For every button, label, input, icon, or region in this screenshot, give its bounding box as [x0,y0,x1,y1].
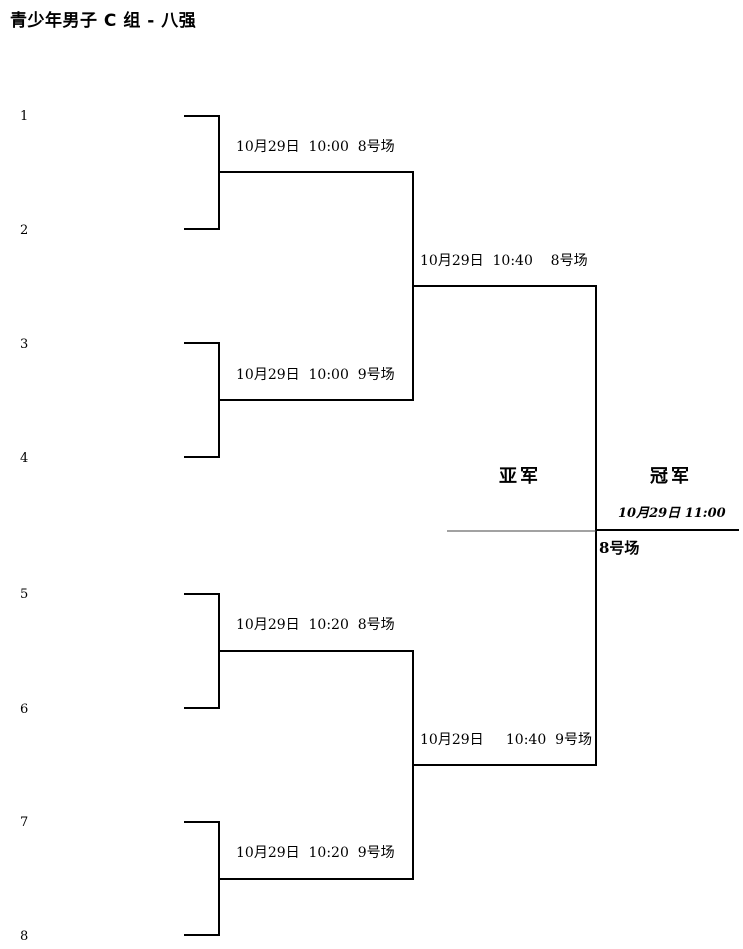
runner-up-label: 亚军 [499,466,541,487]
final-time: 10月29日 11:00 [618,506,726,521]
match-label-r1-m4: 10月29日 10:20 9号场 [236,845,395,861]
bracket-line-r1-m3 [184,593,220,709]
seed-7: 7 [20,815,29,830]
bracket-line-r1-m2 [184,342,220,458]
seed-6: 6 [20,702,29,717]
page-title: 青少年男子 C 组 - 八强 [10,11,197,31]
seed-8: 8 [20,929,29,944]
seed-4: 4 [20,451,29,466]
match-label-r1-m3: 10月29日 10:20 8号场 [236,617,395,633]
seed-3: 3 [20,337,29,352]
champion-label: 冠军 [650,466,692,487]
seed-5: 5 [20,587,29,602]
bracket-line-r1-m4 [184,821,220,936]
match-label-semi-bottom: 10月29日 10:40 9号场 [420,732,593,748]
match-label-r1-m1: 10月29日 10:00 8号场 [236,139,395,155]
match-label-r1-m2: 10月29日 10:00 9号场 [236,367,395,383]
seed-2: 2 [20,223,29,238]
final-venue: 8号场 [599,539,640,557]
match-label-semi-top: 10月29日 10:40 8号场 [420,253,588,269]
seed-1: 1 [20,109,29,124]
bracket-line-r1-m1 [184,115,220,230]
